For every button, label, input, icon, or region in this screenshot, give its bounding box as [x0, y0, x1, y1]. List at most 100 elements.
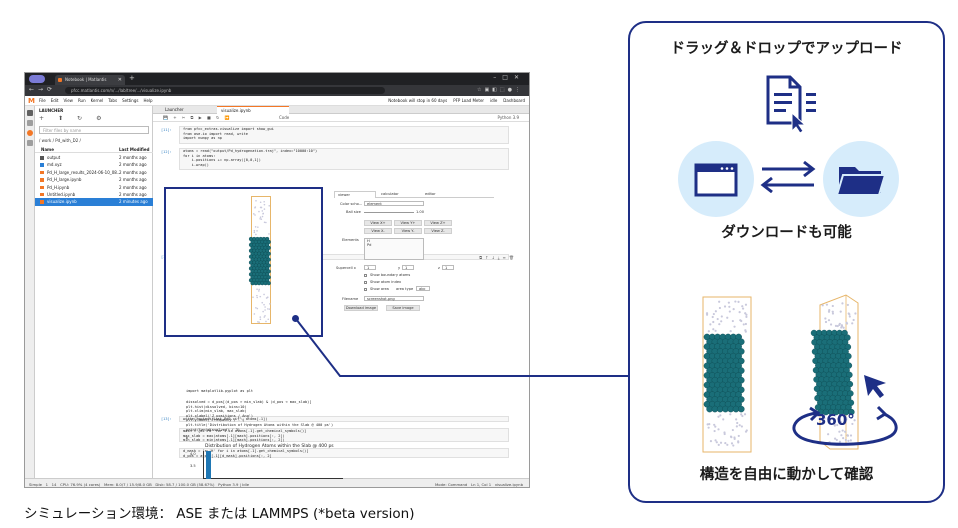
pd-slab-atoms [248, 236, 271, 286]
breadcrumb[interactable]: / work / Pd_with_D2 / [39, 138, 81, 143]
url-field[interactable]: pfcc.matlantis.com/n/.../lab/tree/.../vi… [65, 87, 385, 94]
simple-mode-toggle[interactable]: Simple [29, 482, 42, 487]
cell-code[interactable]: from pfcc_extras.visualize import show_g… [183, 127, 274, 141]
supercell-y-select[interactable]: 1 [402, 265, 414, 270]
menu-item-settings[interactable]: Settings [122, 98, 139, 103]
file-row[interactable]: Pd_H_large_results_2024-06-10_08...2 mon… [35, 169, 153, 176]
menu-item-file[interactable]: File [39, 98, 46, 103]
code-cell-6[interactable] [179, 448, 509, 458]
cell-code[interactable]: dissolved = d_pos[(d_pos > min_slab) & (… [186, 400, 334, 432]
atom-render[interactable] [166, 189, 321, 335]
tab-viewer[interactable]: viewer [334, 191, 376, 198]
menu-right-item[interactable]: Dashboard [503, 98, 525, 103]
plot-title: Distribution of Hydrogen Atoms within th… [205, 444, 334, 449]
view-z-minus-button[interactable]: View Z- [424, 228, 452, 234]
menu-item-edit[interactable]: Edit [50, 98, 59, 103]
view-y-minus-button[interactable]: View Y- [394, 228, 422, 234]
browser-tab[interactable]: Notebook | Matlantis ✕ [55, 75, 125, 85]
view-y-plus-button[interactable]: View Y+ [394, 220, 422, 226]
file-name: md.xyz [47, 162, 62, 168]
folder-icon[interactable] [27, 110, 33, 116]
menu-item-run[interactable]: Run [77, 98, 86, 103]
cell-code[interactable]: atoms = read("output/Pd_hydrogenation.tr… [183, 149, 318, 167]
h-atom [738, 424, 741, 427]
file-browser-toolbar[interactable]: +⬆↻⚙ [39, 115, 116, 122]
menu-item-help[interactable]: Help [143, 98, 153, 103]
ball-size-value: 1.00 [416, 210, 425, 214]
h-atom [841, 302, 844, 305]
cell-type-select[interactable]: Code [279, 115, 290, 120]
h-atom [258, 321, 260, 324]
elements-list[interactable]: H Pd [364, 238, 424, 260]
plot-tick: 3.5 [190, 464, 196, 468]
code-cell-2[interactable] [179, 148, 509, 170]
status-item: 14 [51, 482, 57, 487]
cell-code[interactable]: import matplotlib.pyplot as plt [186, 389, 254, 393]
tab-launcher[interactable]: Launcher [165, 107, 184, 112]
h-atom [261, 215, 264, 218]
view-x-minus-button[interactable]: View X- [364, 228, 392, 234]
nav-buttons[interactable]: ←→⟳ [29, 86, 57, 93]
tab-calculator[interactable]: calculator [381, 192, 399, 196]
show-area-checkbox[interactable] [364, 288, 367, 291]
menu-right-item[interactable]: PFP Load Meter [453, 98, 485, 103]
element-item[interactable]: H [367, 239, 370, 243]
kernel-name[interactable]: Python 3.9 [497, 115, 520, 120]
h-atom [713, 423, 716, 426]
tab-editor[interactable]: editor [425, 192, 436, 196]
view-z-plus-button[interactable]: View Z+ [424, 220, 452, 226]
filename-input[interactable]: screenshot.png [364, 296, 424, 301]
show-index-checkbox[interactable] [364, 281, 367, 284]
extension-icon[interactable] [27, 130, 33, 136]
menu-right-item[interactable]: Notebook will stop in 60 days [388, 98, 448, 103]
running-icon[interactable] [27, 120, 33, 126]
ball-size-slider[interactable] [364, 212, 414, 213]
h-atom [742, 323, 745, 326]
profile-pill[interactable] [29, 75, 45, 83]
cell-code[interactable]: maxh = [a+'Pd' for i in atoms[-1].get_ch… [183, 429, 307, 443]
window-controls[interactable]: –□✕ [493, 74, 525, 81]
column-modified[interactable]: Last Modified [119, 147, 150, 152]
extension-icons[interactable]: ☆▣◧⬚●⋮ [476, 87, 523, 93]
supercell-z-select[interactable]: 1 [442, 265, 454, 270]
show-boundary-checkbox[interactable] [364, 274, 367, 277]
cell-actions[interactable]: ⧉↑↓⤓≡🗑 [479, 255, 517, 260]
menu-item-kernel[interactable]: Kernel [90, 98, 104, 103]
code-cell-5[interactable] [179, 428, 509, 442]
toc-icon[interactable] [27, 140, 33, 146]
hydrogen-atoms [252, 200, 271, 324]
h-atom [263, 203, 266, 206]
h-atom [253, 229, 256, 232]
area-type-select[interactable]: abc [416, 286, 430, 291]
notebook-tool-icons[interactable]: 💾 + ✂ ⧉ ▶ ■ ↻ ⏩ [163, 115, 232, 120]
download-image-button[interactable]: Download image [344, 305, 378, 311]
structure-viewer-highlight[interactable] [164, 187, 323, 337]
h-atom [259, 201, 262, 204]
close-tab-icon[interactable]: ✕ [117, 77, 122, 83]
menu-item-view[interactable]: View [63, 98, 73, 103]
h-atom [842, 437, 845, 440]
menu-right-item[interactable]: idle [490, 98, 498, 103]
cell-code[interactable]: write("output/last_Pd9.cif", atoms[-1]) [183, 417, 268, 421]
view-x-plus-button[interactable]: View X+ [364, 220, 392, 226]
column-name[interactable]: Name [41, 147, 54, 152]
color-scheme-select[interactable]: element [364, 201, 424, 206]
code-cell-4[interactable] [179, 416, 509, 422]
code-cell-1[interactable] [179, 126, 509, 144]
menu-item-tabs[interactable]: Tabs [108, 98, 118, 103]
new-tab-icon[interactable]: + [129, 74, 135, 82]
h-atom [264, 306, 266, 308]
supercell-x-select[interactable]: 1 [364, 265, 376, 270]
tab-visualize[interactable]: visualize.ipynb [217, 106, 289, 114]
save-image-button[interactable]: Save image [386, 305, 420, 311]
pd-slab-atoms [703, 333, 745, 413]
element-item[interactable]: Pd [367, 243, 372, 247]
file-filter-input[interactable]: Filter files by name [39, 126, 149, 134]
h-atom [730, 442, 734, 445]
